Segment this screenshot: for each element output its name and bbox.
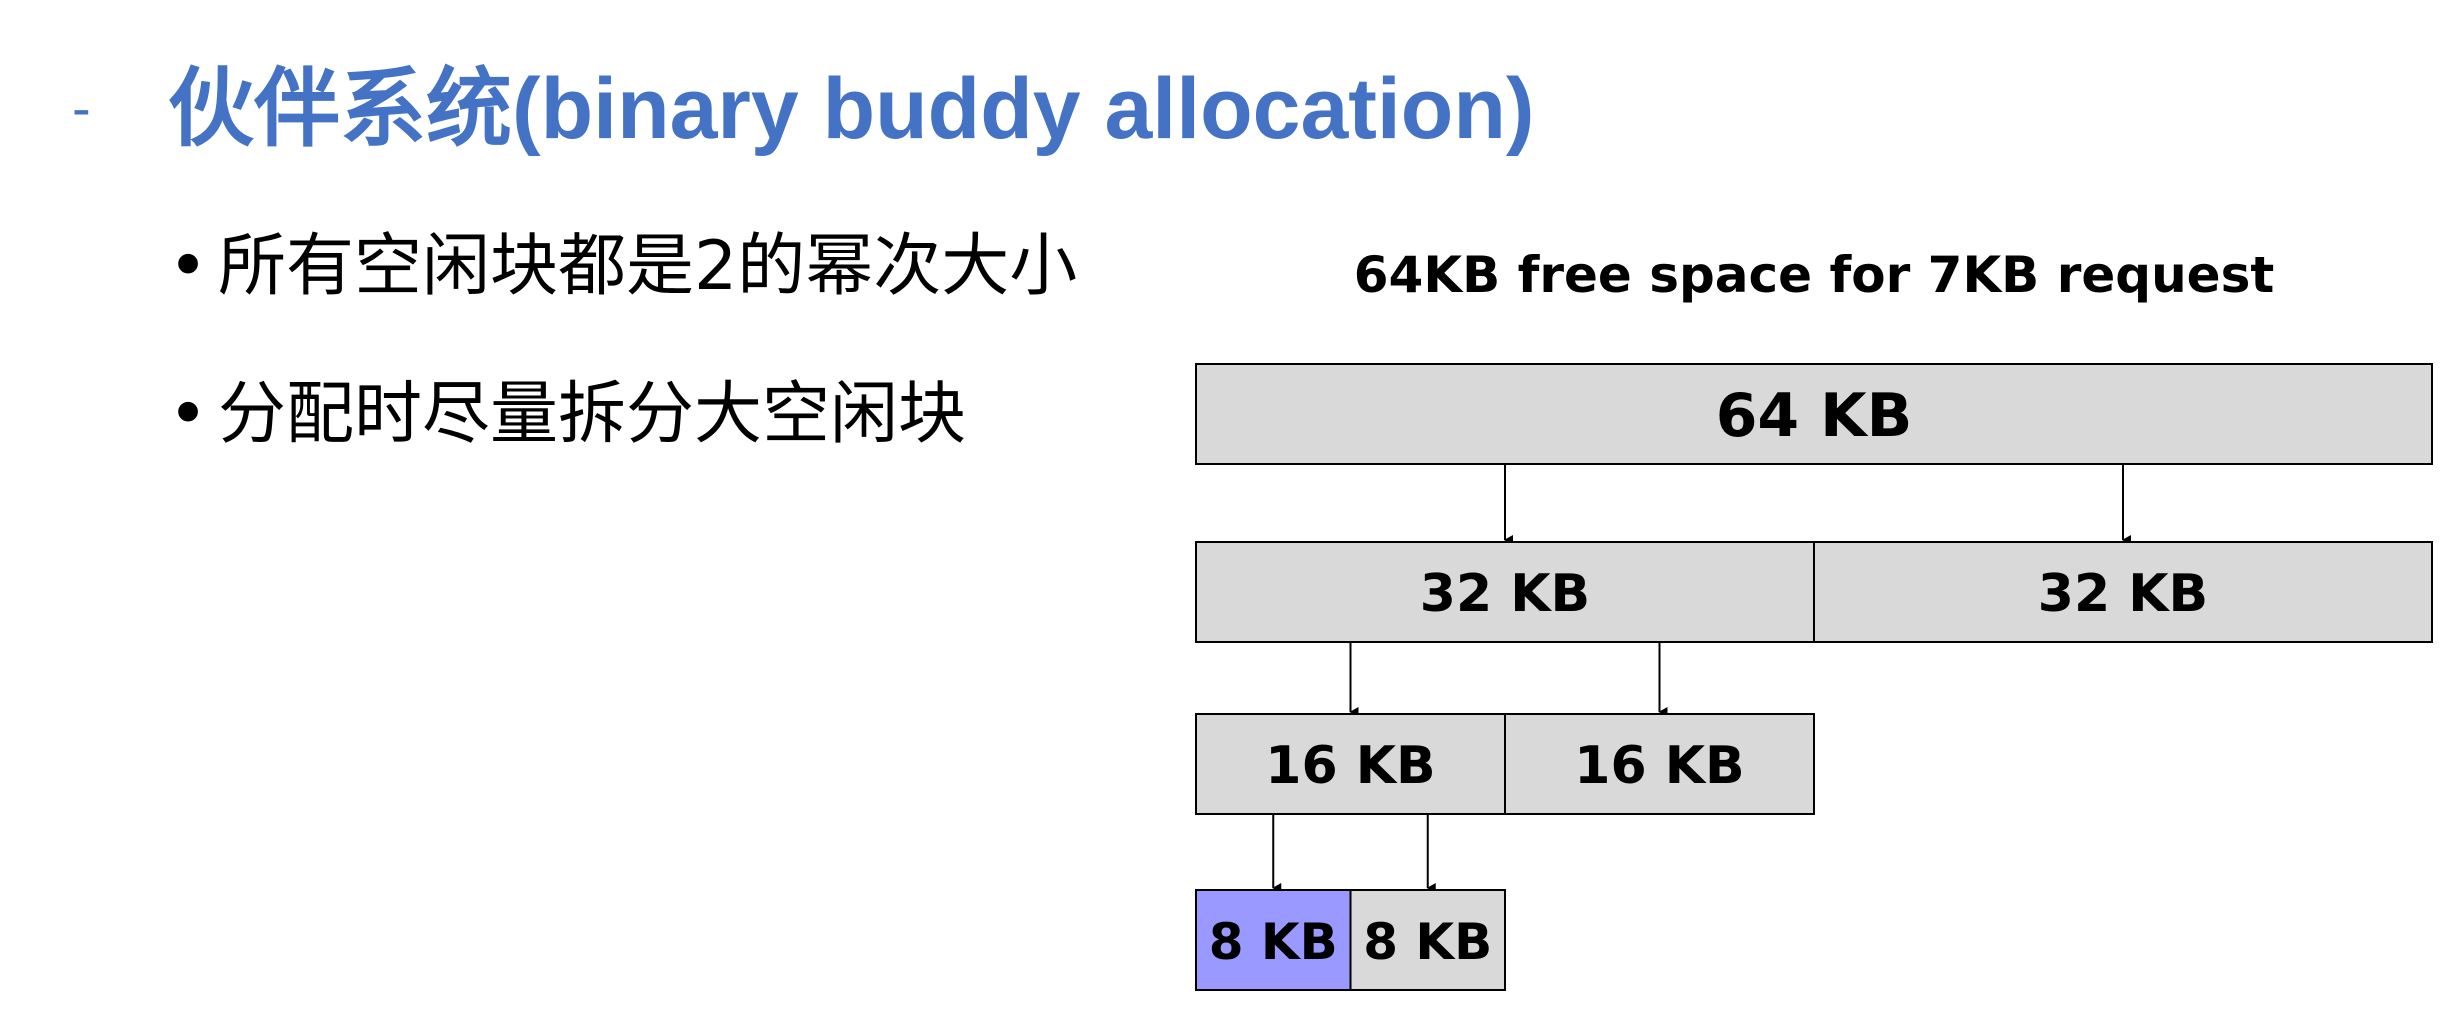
bullet-text: 分配时尽量拆分大空闲块 bbox=[218, 375, 967, 454]
block-label: 16 KB bbox=[1574, 736, 1744, 796]
free-block-8kb: 8 KB bbox=[1349, 889, 1506, 991]
bullet-item: •所有空闲块都是2的幂次大小 bbox=[168, 222, 1077, 312]
block-label: 32 KB bbox=[1420, 564, 1590, 624]
free-block-16kb: 16 KB bbox=[1504, 713, 1815, 815]
allocated-block-8kb: 8 KB bbox=[1195, 889, 1352, 991]
bullet-dot: • bbox=[168, 375, 209, 454]
diagram-caption: 64KB free space for 7KB request bbox=[1353, 246, 2275, 304]
block-rect bbox=[1195, 363, 2433, 465]
free-block-64kb: 64 KB bbox=[1195, 363, 2433, 465]
block-label: 8 KB bbox=[1363, 913, 1492, 971]
bullet-dot: • bbox=[168, 227, 209, 306]
block-label: 8 KB bbox=[1209, 913, 1338, 971]
slide-title: 伙伴系统(binary buddy allocation) bbox=[168, 61, 1535, 157]
block-rect bbox=[1349, 889, 1506, 991]
block-rect bbox=[1813, 541, 2433, 643]
free-block-32kb: 32 KB bbox=[1813, 541, 2433, 643]
bullet-item: •分配时尽量拆分大空闲块 bbox=[168, 370, 966, 460]
block-label: 16 KB bbox=[1265, 736, 1435, 796]
block-rect bbox=[1195, 713, 1506, 815]
bullet-text: 所有空闲块都是2的幂次大小 bbox=[218, 227, 1078, 306]
free-block-16kb: 16 KB bbox=[1195, 713, 1506, 815]
block-rect bbox=[1195, 889, 1352, 991]
block-label: 32 KB bbox=[2038, 564, 2208, 624]
block-label: 64 KB bbox=[1716, 381, 1913, 451]
block-rect bbox=[1504, 713, 1815, 815]
title-dash: - bbox=[72, 76, 91, 139]
free-block-32kb: 32 KB bbox=[1195, 541, 1815, 643]
